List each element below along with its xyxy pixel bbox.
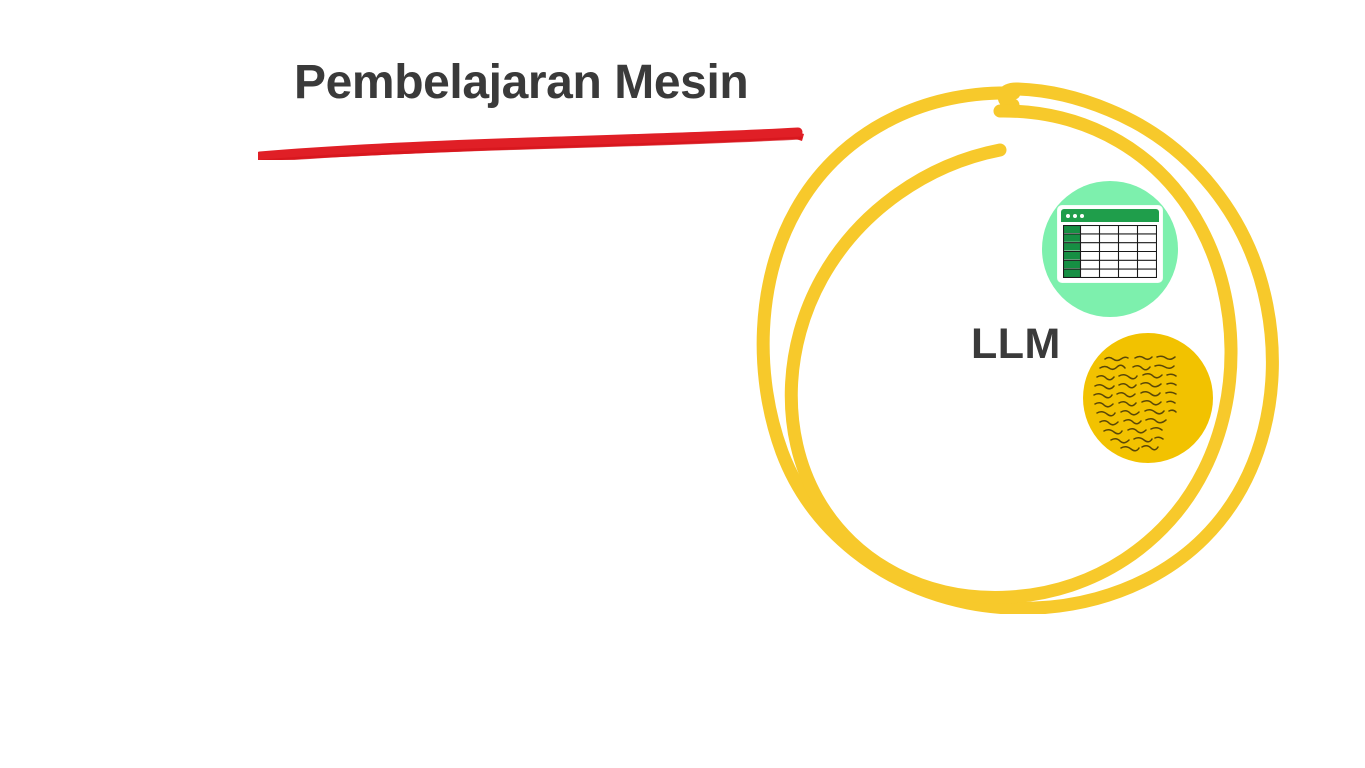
spreadsheet-badge (1042, 181, 1178, 317)
window-dot-icon (1073, 213, 1077, 218)
window-dot-icon (1066, 213, 1070, 218)
title-block: Pembelajaran Mesin (258, 52, 818, 162)
page-title: Pembelajaran Mesin (294, 56, 749, 109)
window-dot-icon (1080, 213, 1084, 218)
handwriting-scribble-icon (1093, 355, 1177, 452)
spreadsheet-grid (1063, 225, 1157, 278)
handwritten-note-badge (1083, 333, 1213, 463)
llm-label: LLM (971, 320, 1061, 368)
spreadsheet-window (1058, 206, 1162, 282)
spreadsheet-icon (1058, 206, 1162, 282)
spreadsheet-titlebar (1061, 209, 1159, 222)
title-underline-stroke (258, 127, 804, 160)
